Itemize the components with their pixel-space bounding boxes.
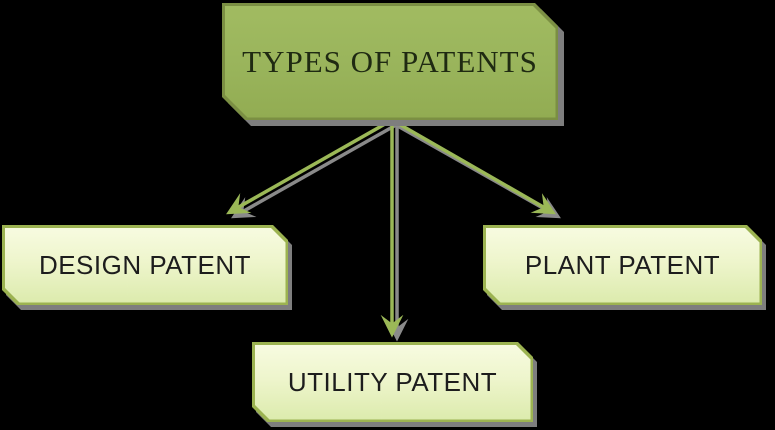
design-patent-shape: DESIGN PATENT [2,225,288,305]
root-node-fill: TYPES OF PATENTS [225,6,556,118]
root-node-label: TYPES OF PATENTS [242,43,538,79]
design-patent-node: DESIGN PATENT [2,225,288,305]
utility-patent-fill: UTILITY PATENT [255,345,531,420]
design-patent-label: DESIGN PATENT [38,249,252,280]
plant-patent-shape: PLANT PATENT [483,225,762,305]
root-node-shape: TYPES OF PATENTS [222,3,558,120]
plant-patent-fill: PLANT PATENT [486,228,760,303]
plant-patent-node: PLANT PATENT [483,225,762,305]
design-patent-fill: DESIGN PATENT [5,228,286,303]
plant-patent-label: PLANT PATENT [524,249,721,280]
utility-patent-label: UTILITY PATENT [287,366,498,397]
utility-patent-node: UTILITY PATENT [252,342,533,422]
root-node: TYPES OF PATENTS [222,3,558,120]
utility-patent-shape: UTILITY PATENT [252,342,533,422]
arrow-to-plant [391,118,556,215]
arrow-to-design [226,118,393,215]
